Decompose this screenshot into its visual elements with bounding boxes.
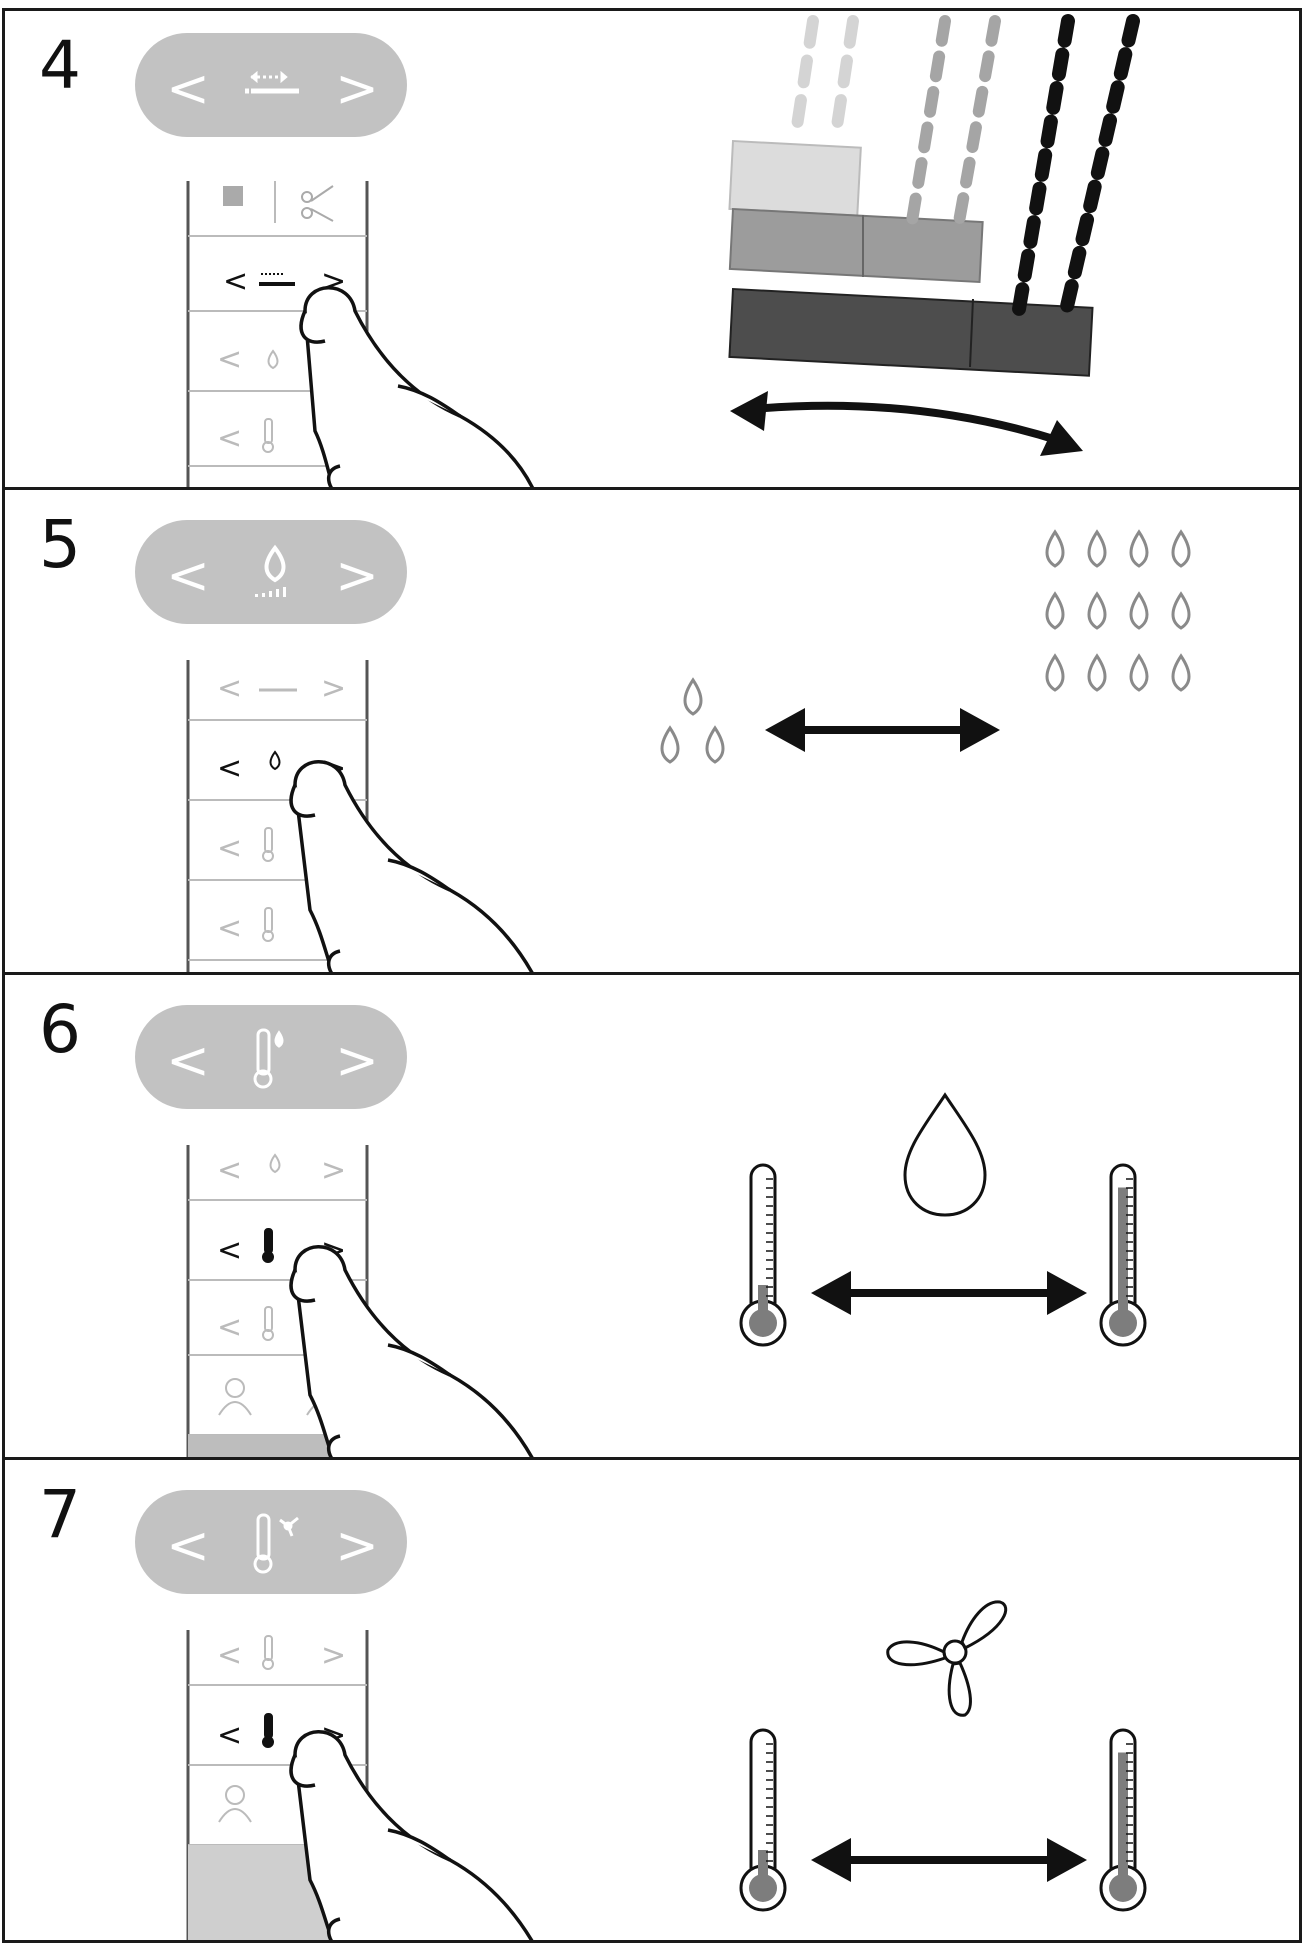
pointing-hand-icon — [289, 1730, 534, 1940]
thermometer-fan-icon — [262, 1713, 274, 1748]
stop-icon — [223, 186, 243, 206]
svg-text:>: > — [335, 1516, 379, 1576]
water-drop-icon — [1129, 653, 1149, 692]
water-drop-icon — [1045, 529, 1065, 568]
svg-text:<: < — [217, 1310, 242, 1345]
mode-button-pill: < > — [135, 520, 407, 624]
water-drop-icon — [1087, 653, 1107, 692]
dryer-temperature-illustration — [739, 1600, 1147, 1912]
step-number: 4 — [39, 27, 81, 104]
thermometer-drop-icon — [262, 1635, 274, 1670]
water-temperature-illustration — [739, 1092, 1147, 1347]
svg-text:<: < — [217, 1233, 242, 1268]
thermometer-drop-icon — [262, 1228, 274, 1263]
spray-width-icon — [245, 70, 299, 94]
user-profile-icon — [218, 1785, 252, 1823]
svg-text:<: < — [166, 1516, 210, 1576]
thermometer-high-icon — [1099, 1163, 1147, 1347]
svg-text:>: > — [321, 671, 346, 706]
svg-text:<: < — [217, 1153, 242, 1188]
scissors-icon — [301, 185, 334, 222]
water-drop-icon — [1171, 591, 1191, 630]
step-panel-5: 5 < > < > < > < — [2, 487, 1302, 975]
double-arrow-icon — [765, 708, 1000, 752]
thermometer-drop-icon — [253, 1028, 284, 1089]
step-panel-4: 4 < > — [2, 8, 1302, 490]
svg-text:<: < — [217, 421, 242, 456]
water-drop-icon — [267, 349, 279, 370]
thermometer-fan-icon — [262, 1306, 274, 1341]
water-drop-icon — [1171, 529, 1191, 568]
svg-text:<: < — [166, 546, 210, 606]
double-arrow-icon — [811, 1271, 1087, 1315]
water-drop-icon — [1129, 529, 1149, 568]
spray-width-illustration — [728, 14, 1140, 456]
pointing-hand-icon — [289, 1245, 534, 1457]
pointing-hand-icon — [299, 286, 535, 487]
user-profile-icon — [218, 1378, 252, 1416]
water-drop-icon — [1171, 653, 1191, 692]
mode-button-pill: < > — [135, 1490, 407, 1594]
step-number: 6 — [39, 991, 81, 1068]
svg-text:<: < — [217, 1718, 242, 1753]
svg-text:<: < — [217, 342, 242, 377]
thermometer-fan-icon — [253, 1513, 299, 1574]
water-drop-icon — [1045, 653, 1065, 692]
mode-button-pill: < > — [135, 33, 407, 137]
double-arrow-icon — [811, 1838, 1087, 1882]
remote-lower-panel — [188, 1435, 367, 1457]
water-quantity-illustration — [660, 529, 1191, 764]
few-drops-icon — [660, 677, 725, 764]
svg-text:<: < — [217, 751, 242, 786]
svg-text:>: > — [321, 1153, 346, 1188]
many-drops-icon — [1045, 529, 1191, 692]
water-drop-icon — [903, 1092, 987, 1217]
water-drop-icon — [269, 750, 281, 771]
spray-width-icon — [259, 273, 295, 286]
svg-text:<: < — [217, 1638, 242, 1673]
mode-button-pill: < > — [135, 1005, 407, 1109]
svg-text:<: < — [217, 911, 242, 946]
svg-text:<: < — [166, 1031, 210, 1091]
water-drop-icon — [264, 544, 286, 583]
svg-text:<: < — [223, 264, 248, 299]
pointing-hand-icon — [289, 760, 534, 972]
svg-text:>: > — [335, 546, 379, 606]
svg-text:>: > — [335, 1031, 379, 1091]
water-drop-icon — [269, 1153, 281, 1174]
water-drop-icon — [1087, 591, 1107, 630]
thermometer-high-icon — [1099, 1728, 1147, 1912]
pill-next-arrow: > — [335, 59, 379, 119]
thermometer-low-icon — [739, 1728, 787, 1912]
step-panel-6: 6 < > < > < > < — [2, 972, 1302, 1460]
step-panel-7: 7 < > < > < > — [2, 1457, 1302, 1943]
svg-text:<: < — [217, 671, 242, 706]
step-number: 5 — [39, 506, 81, 583]
water-drop-icon — [1087, 529, 1107, 568]
water-drop-icon — [1129, 591, 1149, 630]
thermometer-low-icon — [739, 1163, 787, 1347]
thermometer-drop-icon — [262, 418, 274, 453]
pill-prev-arrow: < — [166, 59, 210, 119]
fan-icon — [886, 1600, 1008, 1717]
thermometer-drop-icon — [262, 827, 274, 862]
svg-text:<: < — [217, 831, 242, 866]
svg-text:>: > — [321, 1638, 346, 1673]
water-drop-icon — [1045, 591, 1065, 630]
step-number: 7 — [39, 1476, 81, 1553]
thermometer-fan-icon — [262, 907, 274, 942]
